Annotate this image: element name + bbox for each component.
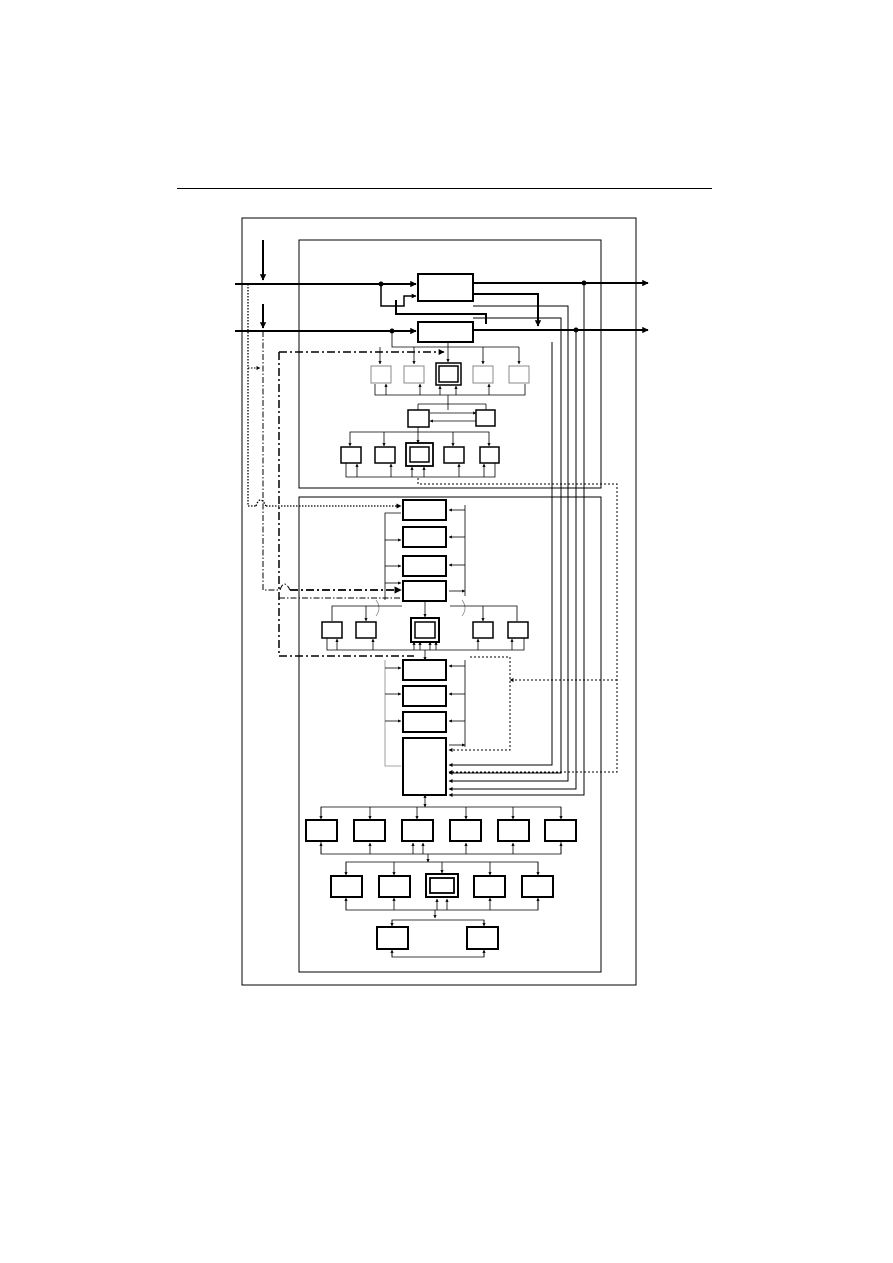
control-paths bbox=[247, 284, 618, 774]
side-row-4 bbox=[472, 621, 494, 639]
side-row-2 bbox=[355, 621, 377, 639]
upper-row-2 bbox=[403, 365, 425, 384]
side-row-1 bbox=[321, 621, 343, 639]
fan-row-1 bbox=[305, 819, 338, 842]
side-row-bus bbox=[326, 601, 525, 661]
upper-subsystem-frame bbox=[298, 239, 602, 489]
fan-row-3 bbox=[401, 819, 434, 842]
fan-row-2 bbox=[353, 819, 386, 842]
collector-block bbox=[402, 737, 447, 796]
upper-row-4 bbox=[472, 365, 494, 384]
second-row-3-inner bbox=[429, 877, 455, 894]
upper-row-1 bbox=[370, 365, 392, 384]
chain-b-3 bbox=[402, 711, 447, 733]
fan-row-4 bbox=[449, 819, 482, 842]
upper-row-3-inner bbox=[438, 365, 459, 383]
middle-pair-links bbox=[417, 403, 487, 423]
second-row-2 bbox=[378, 875, 411, 898]
chain-b-2 bbox=[402, 685, 447, 707]
chain-a-1 bbox=[402, 499, 447, 521]
header-rule bbox=[177, 188, 712, 189]
second-row-1 bbox=[330, 875, 363, 898]
second-row-3 bbox=[425, 873, 459, 898]
lower-row-3 bbox=[405, 442, 434, 467]
lower-row-2 bbox=[374, 446, 396, 464]
upper-row-5 bbox=[508, 365, 530, 384]
second-row-4 bbox=[473, 875, 506, 898]
upper-row-3 bbox=[435, 362, 462, 386]
fan-row-5 bbox=[497, 819, 530, 842]
chain-a-3 bbox=[402, 555, 447, 577]
lower-row-1 bbox=[340, 446, 362, 464]
side-row-3-inner bbox=[414, 621, 436, 639]
middle-pair-1 bbox=[407, 409, 430, 428]
fan-row-6 bbox=[544, 819, 577, 842]
lower-row-3-inner bbox=[409, 446, 430, 463]
lower-row-5 bbox=[479, 446, 500, 464]
lower-row-bus bbox=[345, 427, 496, 478]
bottom-pair-bus bbox=[390, 910, 486, 958]
main-flow-lines bbox=[235, 240, 649, 797]
top-main-block-2 bbox=[417, 321, 474, 343]
chain-b-1 bbox=[402, 659, 447, 681]
fan-row-bus bbox=[319, 794, 563, 855]
outer-frame bbox=[241, 217, 637, 986]
chain-b-bus bbox=[384, 660, 466, 767]
bottom-pair-1 bbox=[376, 926, 409, 950]
lower-subsystem-frame bbox=[298, 496, 602, 973]
bottom-pair-2 bbox=[466, 926, 499, 950]
upper-row-bus bbox=[374, 331, 526, 410]
middle-pair-2 bbox=[475, 409, 496, 427]
second-row-5 bbox=[521, 875, 554, 898]
lower-row-4 bbox=[443, 446, 465, 464]
chain-a-2 bbox=[402, 526, 447, 548]
top-main-block-1 bbox=[417, 273, 474, 302]
chain-a-4 bbox=[402, 580, 447, 602]
second-row-bus bbox=[344, 854, 540, 911]
side-row-5 bbox=[507, 621, 529, 639]
chain-a-bus bbox=[375, 505, 466, 617]
